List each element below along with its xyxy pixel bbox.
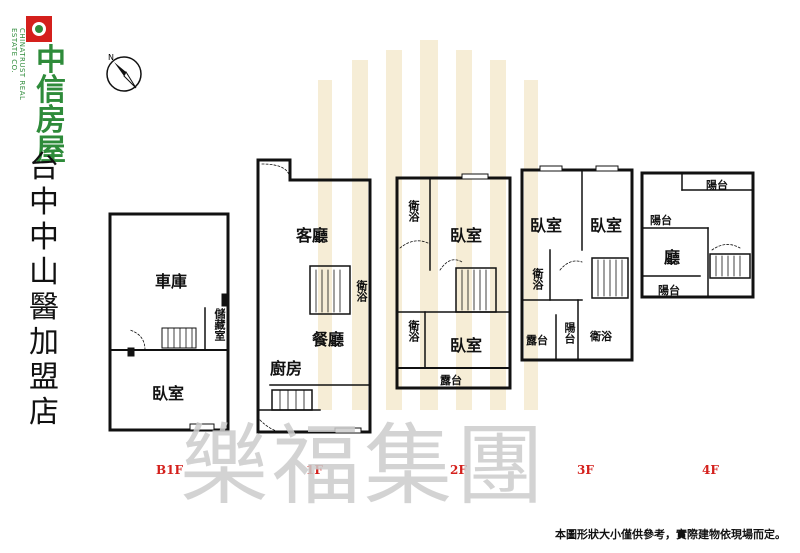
floorplan-2f [395, 173, 512, 390]
room-living: 客廳 [296, 226, 329, 245]
floorplan-3f [520, 165, 634, 362]
disclaimer-note: 本圖形狀大小僅供參考，實際建物依現場而定。 [555, 528, 786, 541]
floor-label-3f: 3F [577, 463, 594, 477]
floor-label-4f: 4F [702, 463, 719, 477]
floor-label-2f: 2F [450, 463, 467, 477]
room-bedroom-2f-rear: 臥室 [450, 336, 483, 355]
room-bedroom-b1f: 臥室 [152, 384, 185, 403]
floorplan-1f [256, 158, 372, 434]
branch-title: 台 中 中 山 醫 加 盟 店 [26, 150, 62, 430]
title-char: 盟 [29, 360, 59, 395]
room-bath-3f-upper: 衛浴 [531, 268, 544, 290]
room-balcony-4f-top: 陽台 [706, 179, 728, 192]
compass-north-label: N [108, 53, 114, 62]
room-bath-2f-lower: 衛浴 [407, 320, 420, 342]
title-char: 加 [29, 325, 59, 360]
room-kitchen: 廚房 [270, 359, 303, 378]
room-balcony-4f-left: 陽台 [650, 214, 672, 227]
compass-icon: N [102, 50, 146, 94]
room-garage: 車庫 [155, 272, 188, 291]
logo-subtitle: CHINATRUST REAL ESTATE CO. [10, 28, 26, 101]
title-char: 台 [29, 150, 59, 185]
title-char: 店 [29, 395, 59, 430]
room-storage: 儲藏室 [213, 308, 226, 341]
room-balcony-4f-bottom: 陽台 [658, 284, 680, 297]
logo-brand: 中信房屋 [36, 43, 66, 168]
room-bath-3f-lower: 衛浴 [590, 330, 612, 343]
chinatrust-logo: CHINATRUST REAL ESTATE CO. 中信房屋 [8, 8, 90, 166]
room-bath-2f-upper: 衛浴 [407, 200, 420, 222]
room-balcony-3f: 陽台 [563, 322, 576, 344]
room-terrace-2f: 露台 [440, 374, 462, 387]
title-char: 中 [29, 185, 59, 220]
room-bedroom-3f-right: 臥室 [590, 216, 623, 235]
title-char: 醫 [29, 290, 59, 325]
room-bedroom-2f-front: 臥室 [450, 226, 483, 245]
room-bath-1f: 衛浴 [355, 280, 368, 302]
floorplan-b1f [108, 212, 230, 432]
logo-mark-icon [26, 16, 52, 42]
floorplan-4f [640, 171, 755, 299]
room-hall-4f: 廳 [664, 248, 681, 267]
floor-label-1f: 1F [306, 463, 323, 477]
room-dining: 餐廳 [312, 330, 345, 349]
room-bedroom-3f-left: 臥室 [530, 216, 563, 235]
title-char: 中 [29, 220, 59, 255]
title-char: 山 [29, 255, 59, 290]
watermark-text: 樂福集團 [180, 414, 549, 517]
room-terrace-3f: 露台 [526, 334, 548, 347]
floor-label-b1f: B1F [156, 463, 184, 477]
